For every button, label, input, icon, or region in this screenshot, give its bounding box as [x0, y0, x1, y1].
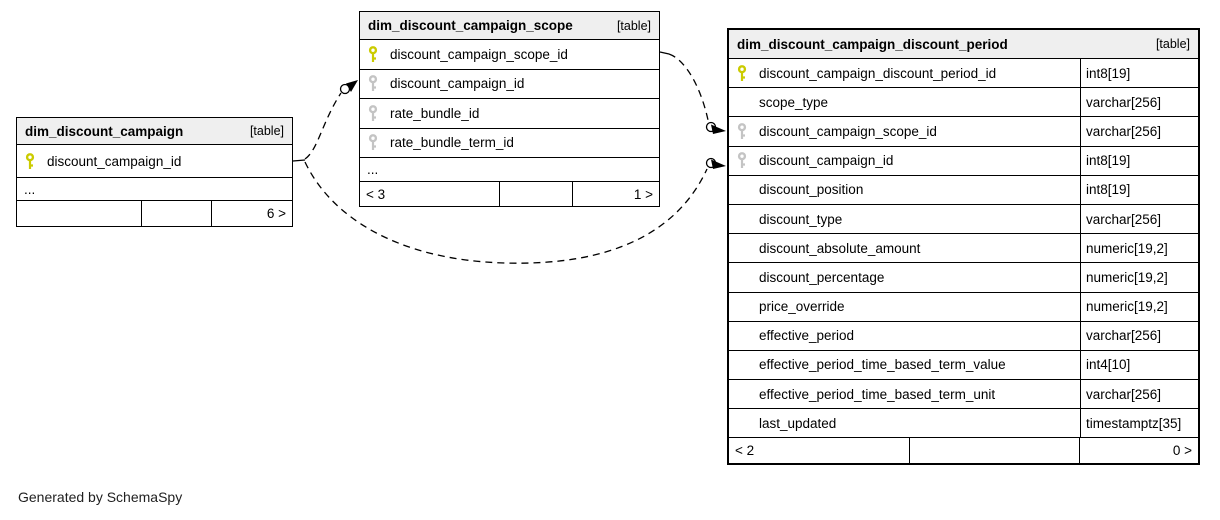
footer-parent-count: < 2	[729, 438, 910, 464]
column-row: rate_bundle_id	[360, 98, 659, 128]
footer-child-count: 0 >	[1172, 443, 1192, 459]
column-name: discount_campaign_discount_period_id	[759, 65, 997, 81]
column-type: numeric[19,2]	[1080, 234, 1198, 263]
column-row: rate_bundle_term_id	[360, 127, 659, 158]
column-name: price_override	[759, 299, 845, 315]
column-row: discount_absolute_amount numeric[19,2]	[729, 233, 1198, 263]
column-row: discount_campaign_discount_period_id int8…	[729, 58, 1198, 88]
column-row: discount_campaign_id int8[19]	[729, 145, 1198, 175]
ellipsis-row: ...	[360, 157, 659, 181]
column-row: effective_period varchar[256]	[729, 320, 1198, 350]
table-badge: [table]	[1155, 37, 1190, 51]
table-dim-discount-campaign-discount-period[interactable]: dim_discount_campaign_discount_period [t…	[727, 28, 1200, 466]
column-type: int8[19]	[1080, 175, 1198, 204]
table-dim-discount-campaign[interactable]: dim_discount_campaign [table] discount_c…	[16, 117, 293, 227]
column-name: last_updated	[759, 415, 837, 431]
column-type: int4[10]	[1080, 350, 1198, 380]
column-type: int8[19]	[1080, 59, 1198, 88]
column-row: effective_period_time_based_term_value in…	[729, 349, 1198, 380]
foreign-key-icon	[360, 134, 390, 151]
footer-middle-cell	[910, 438, 1080, 464]
column-type: int8[19]	[1080, 146, 1198, 175]
foreign-key-icon	[360, 75, 390, 92]
foreign-key-icon	[360, 104, 390, 122]
column-row: last_updated timestamptz[35]	[729, 408, 1198, 438]
fk-connector-arrow	[711, 124, 726, 134]
column-name: rate_bundle_term_id	[390, 135, 514, 151]
table-badge: [table]	[616, 18, 651, 33]
footer-child-count: 1 >	[633, 186, 653, 202]
column-name: discount_campaign_id	[759, 153, 894, 169]
table-badge: [table]	[249, 124, 284, 138]
footer-middle-cell	[142, 201, 212, 226]
table-name: dim_discount_campaign_scope	[368, 18, 573, 33]
column-type: numeric[19,2]	[1080, 263, 1198, 292]
column-row: discount_percentage numeric[19,2]	[729, 262, 1198, 292]
column-type: varchar[256]	[1080, 204, 1198, 234]
column-row: price_override numeric[19,2]	[729, 291, 1198, 321]
footer-middle-cell	[500, 182, 573, 206]
column-row: effective_period_time_based_term_unit var…	[729, 379, 1198, 409]
foreign-key-icon	[729, 152, 759, 169]
ellipsis-row: ...	[17, 177, 292, 200]
fk-connector-circle	[705, 157, 717, 169]
fk-connector-circle	[339, 83, 351, 95]
footer-parent-count	[17, 201, 142, 226]
relationship-curve-campaign-to-scope	[304, 92, 342, 160]
table-name: dim_discount_campaign_discount_period	[737, 36, 1008, 52]
table-header[interactable]: dim_discount_campaign_discount_period [t…	[729, 30, 1198, 58]
column-type: varchar[256]	[1080, 380, 1198, 409]
column-type: numeric[19,2]	[1080, 292, 1198, 321]
primary-key-icon	[17, 152, 47, 170]
column-type: varchar[256]	[1080, 321, 1198, 350]
relationship-endpoint-tick	[659, 51, 670, 55]
column-row: discount_campaign_id	[360, 68, 659, 99]
column-name: discount_campaign_scope_id	[390, 46, 568, 62]
primary-key-icon	[729, 64, 759, 82]
column-row: discount_campaign_scope_id varchar[256]	[729, 116, 1198, 146]
column-type: timestamptz[35]	[1080, 409, 1198, 438]
fk-connector-arrow	[711, 159, 726, 169]
table-header[interactable]: dim_discount_campaign [table]	[17, 118, 292, 144]
relationship-endpoint-tick	[292, 159, 306, 162]
table-footer: 6 >	[17, 200, 292, 226]
table-footer: < 3 1 >	[360, 181, 659, 206]
column-name: discount_campaign_id	[47, 153, 182, 169]
table-footer: < 2 0 >	[729, 437, 1198, 464]
column-name: rate_bundle_id	[390, 105, 480, 121]
column-rows: discount_campaign_discount_period_id int8…	[729, 58, 1198, 438]
foreign-key-icon	[729, 123, 759, 140]
column-name: discount_campaign_scope_id	[759, 123, 937, 139]
column-name: effective_period	[759, 328, 855, 344]
column-row: discount_position int8[19]	[729, 174, 1198, 204]
column-row: discount_campaign_scope_id	[360, 39, 659, 69]
column-name: effective_period_time_based_term_value	[759, 357, 1006, 373]
primary-key-icon	[360, 45, 390, 63]
column-rows: discount_campaign_scope_id discount_campa…	[360, 39, 659, 157]
table-header[interactable]: dim_discount_campaign_scope [table]	[360, 12, 659, 39]
fk-connector-circle	[705, 121, 717, 133]
footer-child-count: 6 >	[266, 206, 286, 221]
column-row: discount_type varchar[256]	[729, 203, 1198, 234]
fk-connector-arrow	[346, 80, 358, 92]
column-name: discount_percentage	[759, 269, 885, 285]
relationship-curve-scope-to-period	[668, 53, 709, 121]
table-name: dim_discount_campaign	[25, 123, 184, 139]
generated-by-note: Generated by SchemaSpy	[18, 489, 183, 505]
column-row: scope_type varchar[256]	[729, 87, 1198, 117]
table-dim-discount-campaign-scope[interactable]: dim_discount_campaign_scope [table] disc…	[359, 11, 660, 207]
column-name: discount_type	[759, 211, 843, 227]
column-row: discount_campaign_id	[17, 144, 292, 177]
column-name: discount_absolute_amount	[759, 240, 921, 256]
column-name: effective_period_time_based_term_unit	[759, 386, 996, 402]
column-name: discount_campaign_id	[390, 76, 525, 92]
footer-parent-count: < 3	[360, 182, 500, 206]
column-type: varchar[256]	[1080, 117, 1198, 146]
column-type: varchar[256]	[1080, 88, 1198, 117]
column-name: discount_position	[759, 182, 864, 198]
column-rows: discount_campaign_id	[17, 144, 292, 177]
column-name: scope_type	[759, 94, 829, 110]
